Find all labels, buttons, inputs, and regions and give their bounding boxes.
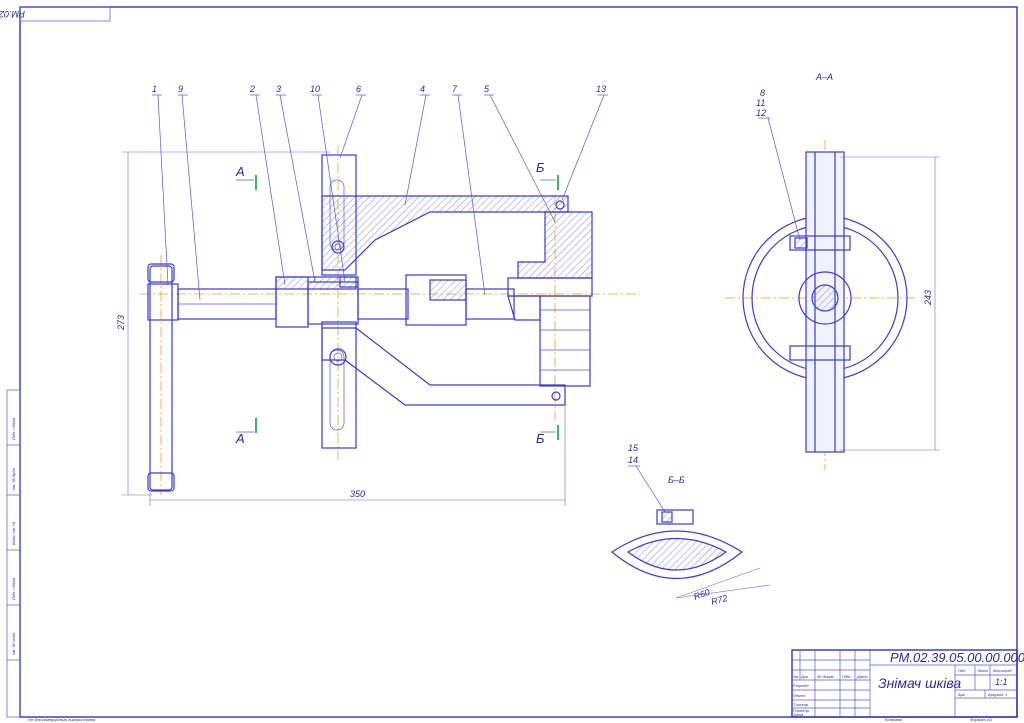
dim-diameter: 243 — [923, 290, 933, 306]
tb-row-zatv: Затв. — [793, 712, 804, 717]
dim-r60: R60 — [692, 587, 711, 602]
pos-8: 8 — [760, 88, 765, 98]
center-screw — [465, 288, 515, 320]
tb-masa: Маса — [978, 668, 989, 673]
t-handle — [149, 265, 173, 491]
section-a-a: А–А 243 8 11 12 — [725, 72, 940, 470]
tb-copied: Копіював — [885, 717, 902, 722]
margin-text-2: Інв. № дубл. — [11, 467, 16, 490]
tb-col-date: Дата — [856, 674, 868, 679]
pos-14: 14 — [628, 455, 638, 465]
pos-13: 13 — [596, 84, 606, 94]
pos-6: 6 — [356, 84, 361, 94]
tb-col-doc: № докум. — [817, 674, 835, 679]
pos-11: 11 — [756, 98, 765, 108]
tb-row-razrob: Розробл. — [793, 683, 810, 688]
pos-2: 2 — [249, 84, 255, 94]
title-block: РМ.02.39.05.00.00.000 СК Знімач шківа Зм… — [791, 649, 1024, 722]
dim-length: 350 — [350, 489, 365, 499]
lower-slide-plate — [321, 321, 357, 449]
pos-1: 1 — [152, 84, 157, 94]
margin-text-4: Підп. і дата — [11, 577, 16, 600]
tb-row-perevir: Перев. — [793, 693, 806, 698]
pos-15: 15 — [628, 443, 639, 453]
dim-height: 273 — [116, 315, 126, 331]
tb-arkushiv: Аркушів — [987, 692, 1003, 697]
pos-3: 3 — [276, 84, 281, 94]
pos-12: 12 — [756, 108, 766, 118]
sheet-frame — [19, 6, 1018, 718]
margin-text-1: Підп. і дата — [11, 417, 16, 440]
cut-b-top: Б — [536, 160, 545, 175]
margin-text-5: Інв. № подл. — [11, 632, 16, 655]
section-aa-label: А–А — [815, 72, 833, 82]
section-b-b: Б–Б R60 R72 15 14 — [610, 443, 771, 607]
cut-b-bottom: Б — [536, 431, 545, 446]
top-stamp-box — [19, 6, 111, 22]
tb-col-zmin: Зм. — [793, 674, 799, 679]
pos-7: 7 — [452, 84, 458, 94]
leaders — [152, 94, 608, 301]
left-margin-strip: Підп. і дата Інв. № дубл. Взам. інв. № П… — [6, 389, 21, 718]
footer-note: Не для комерційного використання — [28, 717, 96, 722]
dim-r72: R72 — [710, 593, 729, 607]
main-view: А А Б Б 273 350 1 9 2 3 10 6 4 — [116, 84, 640, 506]
pos-4: 4 — [420, 84, 425, 94]
tb-row-tkontr: Т.контр. — [793, 702, 809, 707]
tb-sheet-count: 1 — [1005, 692, 1007, 697]
pos-10: 10 — [310, 84, 320, 94]
section-bb-label: Б–Б — [668, 475, 685, 485]
tb-masshtab: Масштаб — [993, 668, 1012, 673]
top-stamp-text: РМ.02.39.05.00.00.000 СК — [0, 9, 25, 19]
tb-col-sign: Підп. — [842, 674, 851, 679]
tb-format: Формат А3 — [970, 717, 993, 722]
title-block-code: РМ.02.39.05.00.00.000 СК — [890, 650, 1024, 665]
tb-ark: Арк. — [957, 692, 966, 697]
upper-slide-plate — [321, 154, 357, 276]
tb-row-nkontr: Н.контр. — [793, 708, 810, 713]
pos-9: 9 — [178, 84, 183, 94]
tb-lit: Літ. — [957, 668, 966, 673]
pos-5: 5 — [484, 84, 490, 94]
title-block-name: Знімач шківа — [878, 675, 961, 691]
tb-col-arkush: Арк. — [800, 674, 809, 679]
lower-arm — [321, 327, 566, 406]
cut-a-bottom: А — [235, 431, 245, 446]
pulley — [539, 295, 591, 387]
upper-arm — [321, 195, 569, 271]
tb-scale: 1:1 — [995, 677, 1008, 687]
cut-a-top: А — [235, 164, 245, 179]
margin-text-3: Взам. інв. № — [11, 521, 16, 545]
